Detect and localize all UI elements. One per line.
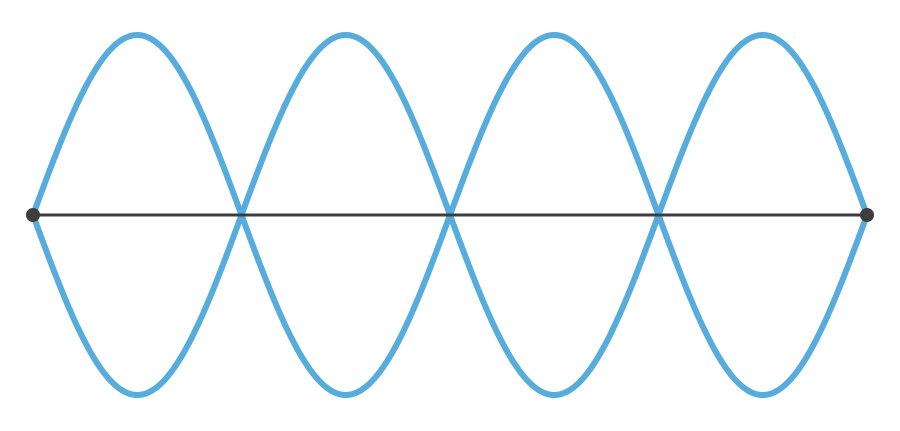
right-fixed-end-dot: [860, 208, 874, 222]
left-fixed-end-dot: [26, 208, 40, 222]
